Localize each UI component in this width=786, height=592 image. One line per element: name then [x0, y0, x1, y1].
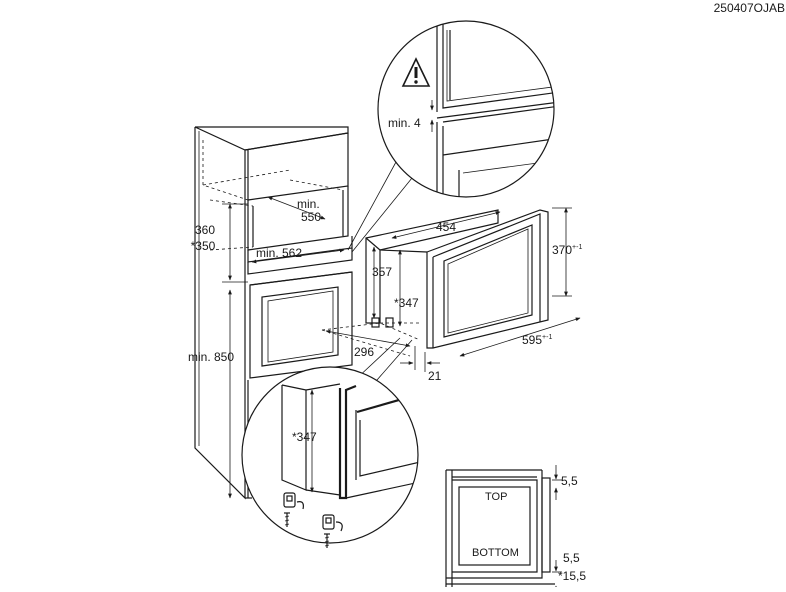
top-detail-leader — [347, 161, 413, 253]
niche-depth-line-1: min. — [297, 197, 320, 211]
rail-section — [445, 465, 562, 591]
oven-width-label: 454 — [436, 220, 456, 234]
niche-height-alt-label: *350 — [191, 239, 216, 253]
niche-depth-label: min. 550 — [297, 197, 323, 224]
drawing-code: 250407OJAB — [714, 1, 785, 15]
gap-min-label: min. 4 — [388, 116, 421, 130]
oven-front-width-value: 595 — [522, 333, 542, 347]
rail-bottom-label: BOTTOM — [472, 547, 519, 559]
oven-height-label: 357 — [372, 265, 392, 279]
built-in-oven — [365, 209, 549, 349]
oven-front-height-value: 370 — [552, 243, 572, 257]
oven-front-width-tolerance: +-1 — [542, 334, 552, 341]
rail-top-dimension: 5,5 — [561, 474, 578, 488]
rail-bottom-dimension: 5,5 — [563, 551, 580, 565]
oven-dimension-lines — [321, 207, 581, 372]
niche-dimensions — [222, 196, 345, 499]
oven-height-alt-label: *347 — [394, 296, 419, 310]
warning-triangle-icon — [401, 57, 431, 87]
top-detail-circle — [377, 20, 555, 198]
mounting-clip-icon — [283, 492, 343, 548]
oven-depth-label: 296 — [354, 345, 374, 359]
cabinet-height-label: min. 850 — [188, 350, 234, 364]
oven-front-height-tolerance: +-1 — [572, 244, 582, 251]
oven-front-width-label: 595+-1 — [522, 333, 552, 347]
niche-width-label: min. 562 — [256, 246, 302, 260]
detail-height-alt-label: *347 — [292, 430, 317, 444]
niche-height-label: 360 — [195, 223, 215, 237]
niche-depth-line-2: 550 — [301, 210, 321, 224]
oven-front-offset-label: 21 — [428, 369, 442, 383]
rail-top-label: TOP — [485, 491, 507, 503]
rail-bottom-alt-dimension: *15,5 — [558, 569, 586, 583]
oven-front-height-label: 370+-1 — [552, 243, 582, 257]
